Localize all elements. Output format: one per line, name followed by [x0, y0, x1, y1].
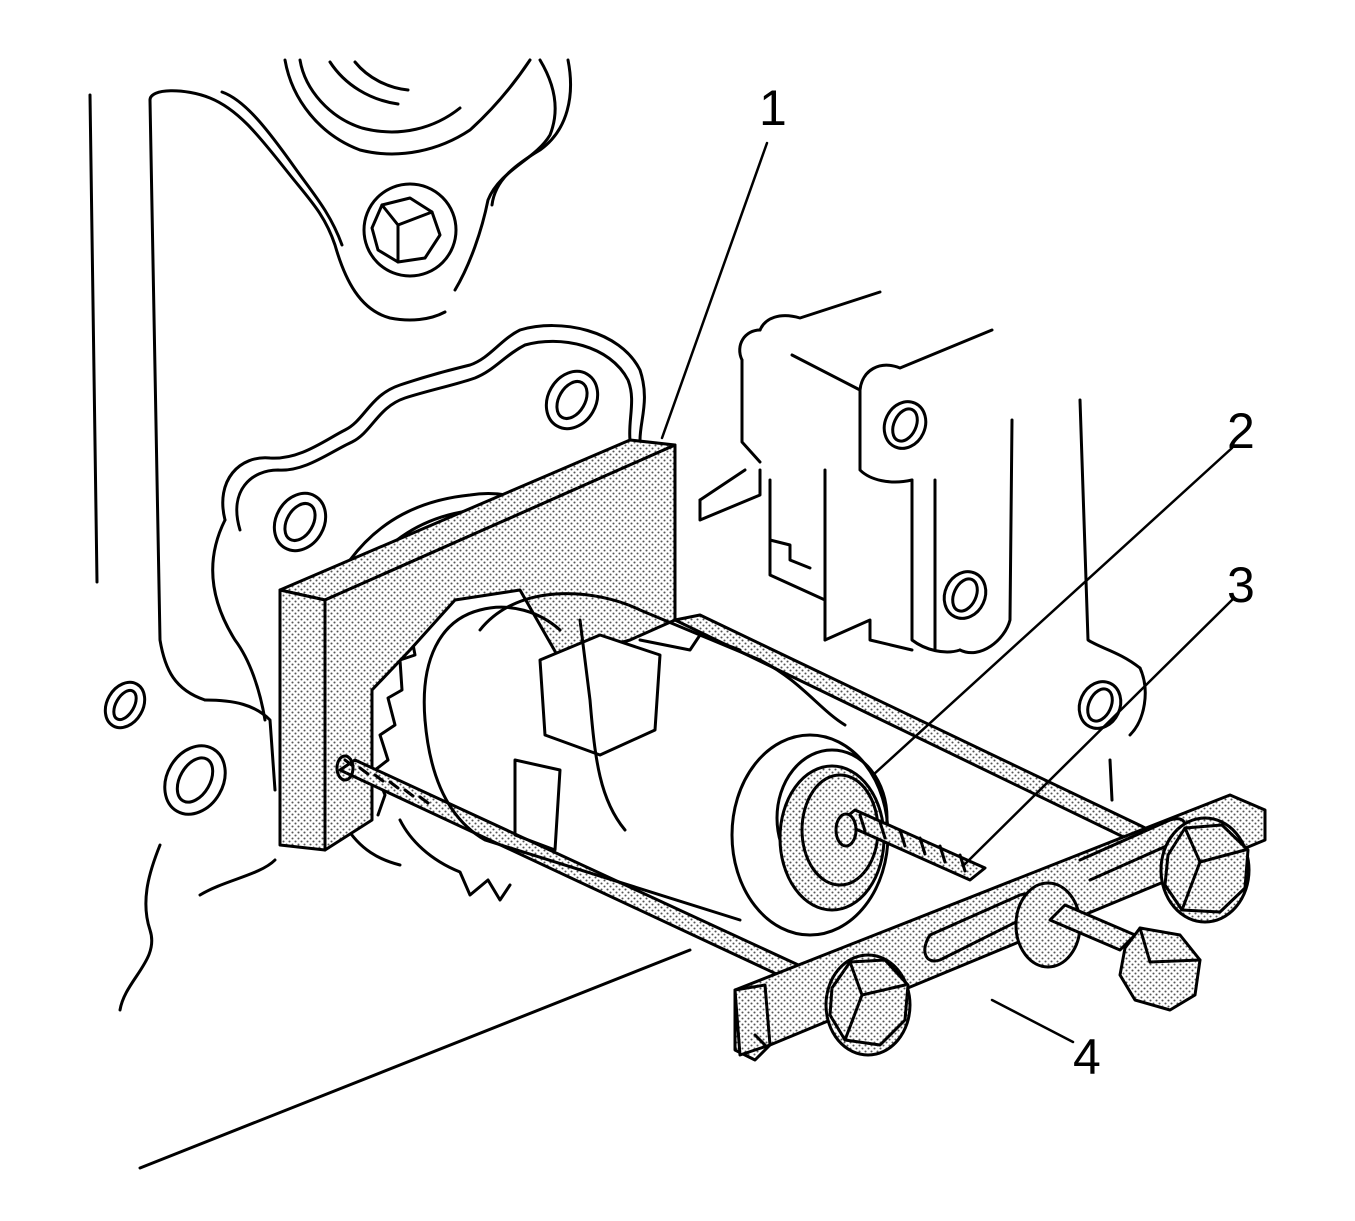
puller-plate — [278, 438, 677, 852]
leader-line-4 — [990, 998, 1075, 1044]
callout-3: 3 — [1227, 557, 1255, 613]
leader-line-1 — [660, 141, 769, 440]
forcing-screw-washer — [778, 764, 886, 912]
engine-block-outline — [88, 58, 1147, 1170]
leader-line-2 — [871, 446, 1234, 777]
leader-line-3 — [961, 598, 1234, 868]
center-forcing-screw — [834, 808, 987, 882]
leader-lines — [660, 141, 1234, 1044]
cross-bar-bolt-right — [1159, 816, 1251, 924]
timing-cover-flange — [211, 324, 646, 722]
callout-1: 1 — [759, 80, 787, 136]
callout-2: 2 — [1227, 403, 1255, 459]
block-bolt-head — [362, 182, 458, 278]
callout-4: 4 — [1073, 1029, 1101, 1085]
cross-bar-bolt-left — [824, 953, 912, 1057]
cross-bar-bolt-center — [1014, 881, 1202, 1012]
